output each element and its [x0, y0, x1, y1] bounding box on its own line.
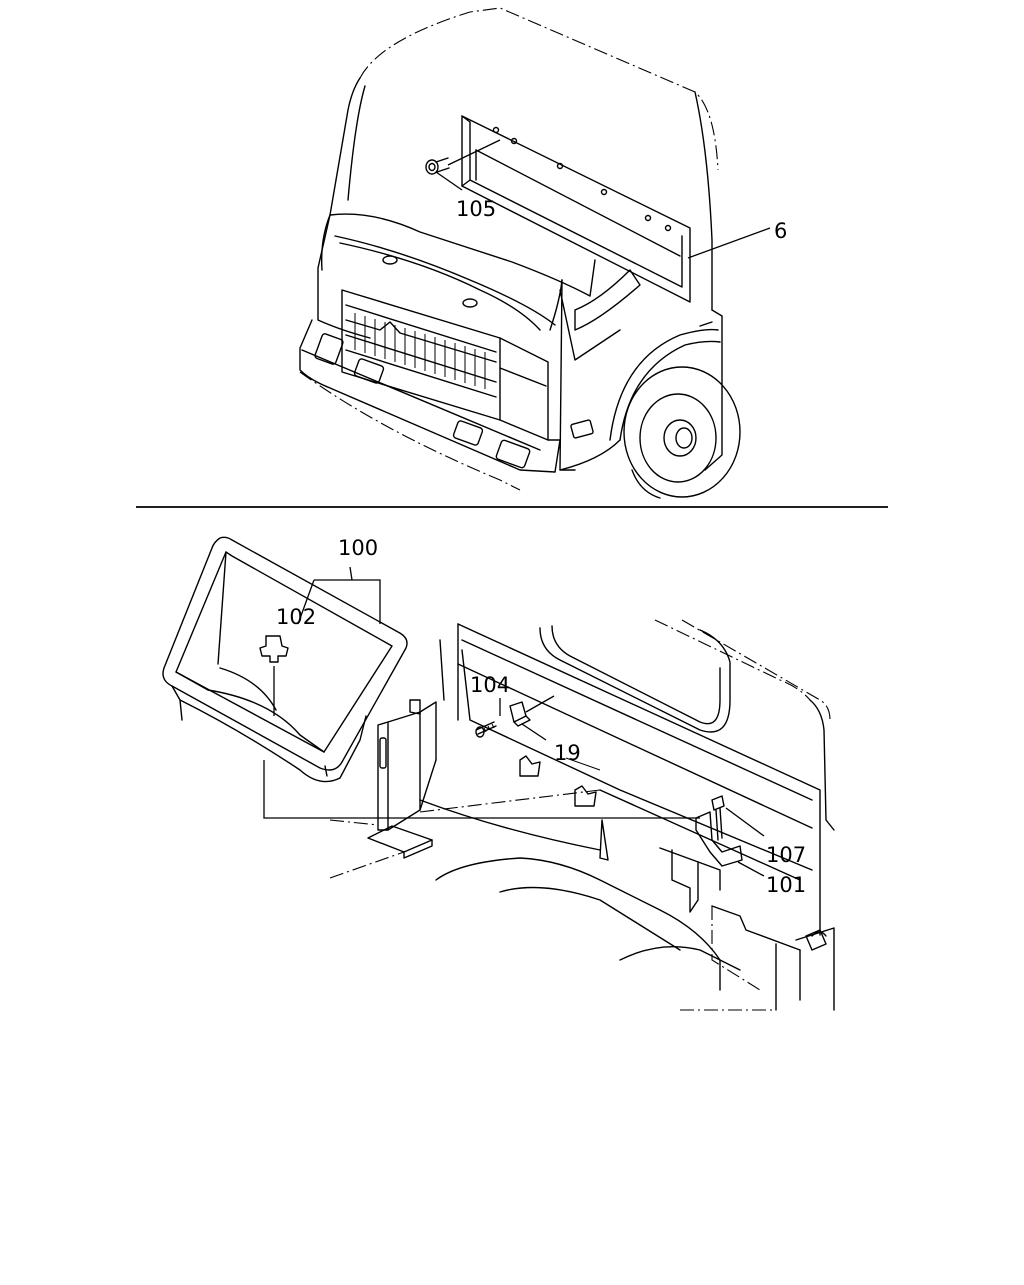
- bolt-107: [711, 795, 765, 841]
- callout-6: 6: [774, 219, 787, 243]
- clip-19: [509, 695, 555, 741]
- wall-clips: [519, 755, 601, 807]
- callout-101: 101: [766, 873, 806, 897]
- roof-storage-box: [461, 115, 691, 303]
- callout-100: 100: [338, 536, 378, 560]
- storage-tray: [162, 536, 408, 783]
- fastener-105: [425, 139, 501, 191]
- callout-105: 105: [456, 197, 496, 221]
- callout-6-leader: [687, 227, 771, 259]
- callout-19: 19: [554, 741, 581, 765]
- callout-104: 104: [470, 673, 510, 697]
- callout-100-bracket: [297, 566, 381, 625]
- tray-install-leader: [263, 760, 700, 819]
- callout-102: 102: [276, 605, 316, 629]
- cab-rear-interior: [329, 619, 835, 1011]
- clip-102: [259, 635, 289, 716]
- bracket-101: [695, 811, 765, 877]
- truck-cab-illustration: [299, 7, 741, 499]
- callout-107: 107: [766, 843, 806, 867]
- screw-104: [475, 698, 501, 738]
